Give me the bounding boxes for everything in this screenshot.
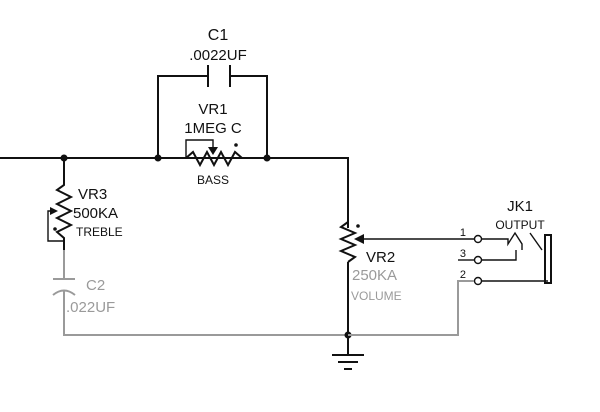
c2-value-label: .022UF: [66, 299, 115, 316]
jk1-ref-label: JK1: [507, 198, 533, 215]
ground-symbol: [332, 354, 364, 370]
jack-pin-label: 3: [460, 248, 466, 260]
jack-pin-2: [473, 276, 483, 286]
vr3-ref-label: VR3: [78, 186, 107, 203]
jack-sleeve: [544, 234, 552, 284]
jack-pin-1: [473, 234, 483, 244]
main-wire: [0, 154, 349, 228]
capacitor-c1: C1 .0022UF: [157, 27, 268, 158]
vr2-ref-label: VR2: [366, 249, 395, 266]
jack-pin-label: 2: [460, 269, 466, 281]
taper-dot: [356, 224, 360, 228]
capacitor-c2: C2 .022UF: [52, 250, 348, 336]
jack-pin-label: 1: [460, 227, 466, 239]
vr2-function-label: VOLUME: [351, 289, 402, 303]
vr3-function-label: TREBLE: [76, 225, 123, 239]
vr3-value-label: 500KA: [73, 205, 118, 222]
vr1-value-label: 1MEG C: [184, 120, 242, 137]
vr2-value-label: 250KA: [352, 267, 397, 284]
vr1-ref-label: VR1: [198, 101, 227, 118]
vr1-function-label: BASS: [197, 173, 229, 187]
potentiometer-vr1: VR1 1MEG C BASS: [184, 101, 243, 187]
potentiometer-vr3: VR3 500KA TREBLE: [47, 158, 123, 250]
taper-dot: [234, 143, 238, 147]
output-jack-jk1: 1 3 2 JK1 OUTPUT: [348, 198, 552, 336]
c1-ref-label: C1: [208, 27, 229, 44]
jack-pin-3: [473, 255, 483, 265]
c2-ref-label: C2: [86, 277, 105, 294]
potentiometer-vr2: VR2 250KA VOLUME: [338, 221, 474, 355]
taper-dot: [53, 227, 57, 231]
jk1-function-label: OUTPUT: [495, 218, 545, 232]
c1-value-label: .0022UF: [189, 47, 247, 64]
